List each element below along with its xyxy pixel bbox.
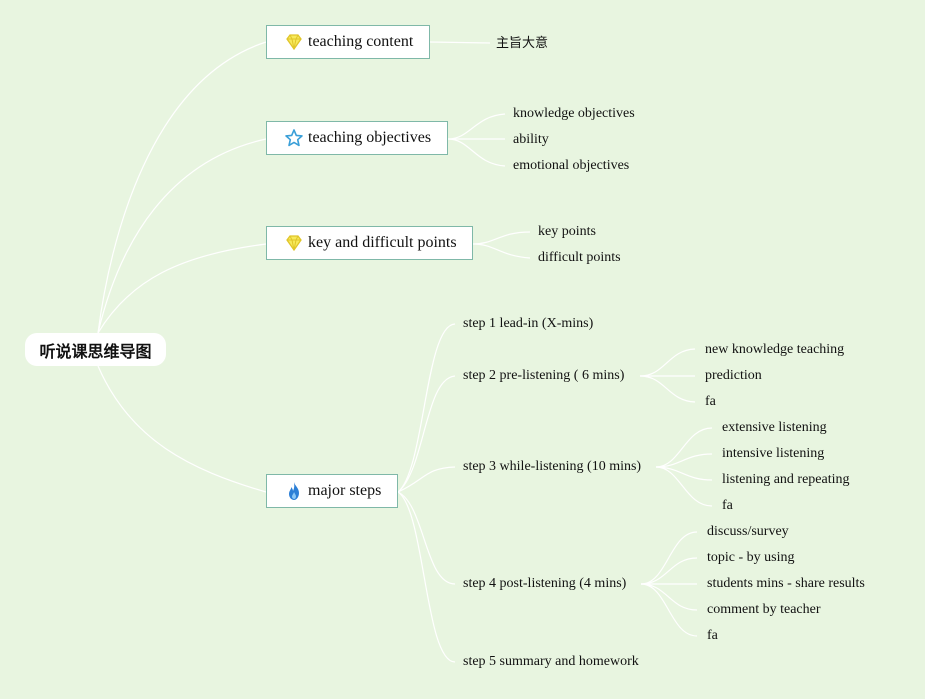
leaf-emotional-objectives[interactable]: emotional objectives	[513, 158, 630, 173]
branch-major-steps[interactable]: major steps	[266, 474, 398, 508]
leaf-main-idea[interactable]: 主旨大意	[496, 36, 549, 51]
step-3[interactable]: step 3 while-listening (10 mins)	[463, 459, 642, 474]
leaf-key-points[interactable]: key points	[538, 224, 596, 239]
branch-label: teaching content	[308, 33, 414, 50]
step-1[interactable]: step 1 lead-in (X-mins)	[463, 316, 594, 331]
diamond-icon	[283, 232, 305, 254]
step-2-item[interactable]: fa	[705, 394, 716, 409]
branch-key-difficult-points[interactable]: key and difficult points	[266, 226, 473, 260]
step-3-item[interactable]: extensive listening	[722, 420, 827, 435]
step-4-item[interactable]: fa	[707, 628, 718, 643]
step-2-item[interactable]: new knowledge teaching	[705, 342, 845, 357]
step-2[interactable]: step 2 pre-listening ( 6 mins)	[463, 368, 625, 383]
step-2-item[interactable]: prediction	[705, 368, 762, 383]
step-4-item[interactable]: comment by teacher	[707, 602, 821, 617]
step-3-item[interactable]: intensive listening	[722, 446, 825, 461]
branch-label: major steps	[308, 482, 382, 499]
diamond-icon	[283, 31, 305, 53]
step-3-item[interactable]: fa	[722, 498, 733, 513]
branch-label: teaching objectives	[308, 129, 432, 146]
step-4-item[interactable]: topic - by using	[707, 550, 795, 565]
step-3-item[interactable]: listening and repeating	[722, 472, 850, 487]
branch-teaching-content[interactable]: teaching content	[266, 25, 430, 59]
leaf-ability[interactable]: ability	[513, 132, 549, 147]
step-5[interactable]: step 5 summary and homework	[463, 654, 639, 669]
branch-teaching-objectives[interactable]: teaching objectives	[266, 121, 448, 155]
step-4-item[interactable]: discuss/survey	[707, 524, 789, 539]
step-4-item[interactable]: students mins - share results	[707, 576, 865, 591]
leaf-difficult-points[interactable]: difficult points	[538, 250, 621, 265]
branch-label: key and difficult points	[308, 234, 457, 251]
star-icon	[283, 127, 305, 149]
fire-icon	[283, 480, 305, 502]
root-node[interactable]: 听说课思维导图	[25, 333, 166, 366]
leaf-knowledge-objectives[interactable]: knowledge objectives	[513, 106, 635, 121]
step-4[interactable]: step 4 post-listening (4 mins)	[463, 576, 627, 591]
